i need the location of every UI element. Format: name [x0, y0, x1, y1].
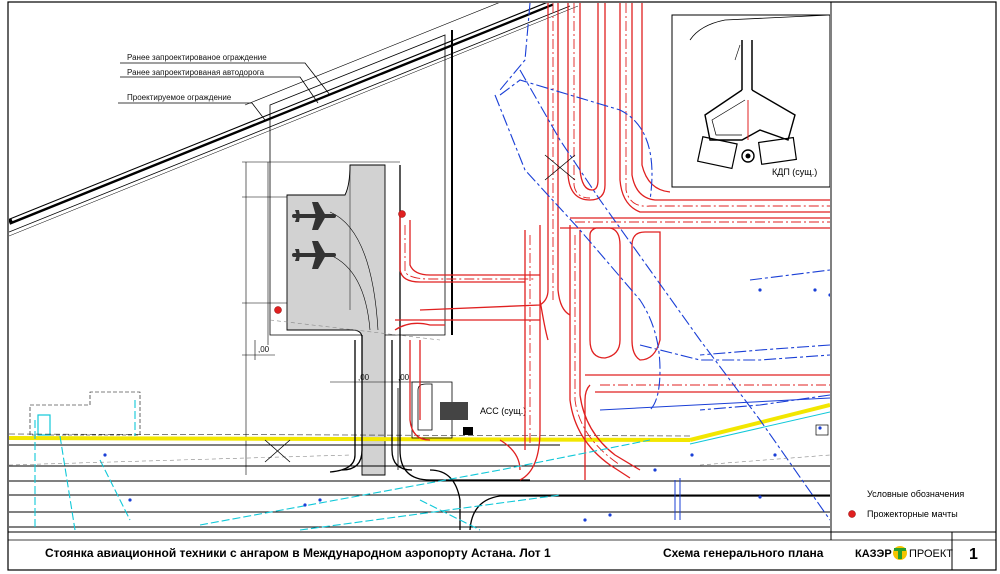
taxi-guide-line-2 [329, 254, 371, 331]
yellow-service-road [9, 403, 830, 445]
dim-label-c: ,00 [398, 373, 410, 382]
x-markers [264, 154, 576, 463]
utility-solid-blue [599, 397, 830, 520]
callout-designed-fence: Проектируемое ограждение [127, 93, 232, 102]
callout-leaders [118, 62, 331, 121]
logo-text-left: КАЗЭР [855, 548, 892, 560]
project-title: Стоянка авиационной техники с ангаром в … [45, 546, 551, 560]
floodlight-mast-1 [398, 210, 406, 218]
aircraft-icon-1 [292, 202, 336, 230]
dashed-boundaries [9, 319, 830, 466]
kdp-label: КДП (сущ.) [772, 167, 817, 177]
sheet-title: Схема генерального плана [663, 546, 824, 560]
aircraft-apron [286, 164, 386, 476]
existing-building [29, 391, 141, 436]
project-fence-boundary [269, 34, 446, 336]
legend-floodlight-label: Прожекторные мачты [867, 509, 958, 519]
floodlight-masts [274, 210, 406, 314]
floodlight-mast-2 [274, 306, 282, 314]
legend-title: Условные обозначения [867, 489, 964, 499]
taxiway-network [394, 3, 830, 481]
callout-previous-fence: Ранее запроектированое ограждение [127, 53, 267, 62]
marker-box [815, 424, 829, 436]
main-road [9, 444, 830, 528]
sheet-frame [7, 1, 997, 571]
acc-label: АСС (сущ.) [480, 406, 526, 416]
kdp-block [671, 14, 830, 188]
utility-box [37, 414, 51, 436]
dim-label-a: ,00 [258, 345, 270, 354]
taxi-guide-line-1 [329, 211, 379, 331]
utility-network-cyan [34, 400, 651, 531]
acc-building [397, 381, 473, 470]
sheet-number: 1 [969, 546, 978, 563]
access-road [329, 165, 830, 531]
taxiway-centerlines [404, 3, 830, 466]
callout-previous-road: Ранее запроектированая автодорога [127, 68, 265, 77]
utility-points [103, 288, 830, 522]
legend-mast-swatch [848, 510, 856, 518]
logo-text-right: ПРОЕКТ [909, 548, 953, 560]
dimension-lines [242, 161, 430, 475]
aircraft-icon-2 [292, 241, 336, 269]
company-logo: КАЗЭР ПРОЕКТ [855, 546, 953, 560]
dim-label-b: ,00 [358, 373, 370, 382]
utility-network-blue [494, 3, 830, 521]
diagonal-boundary [9, 3, 579, 237]
acc-hatch [440, 402, 468, 420]
drawing-area: ,00 ,00 ,00 [9, 3, 830, 531]
